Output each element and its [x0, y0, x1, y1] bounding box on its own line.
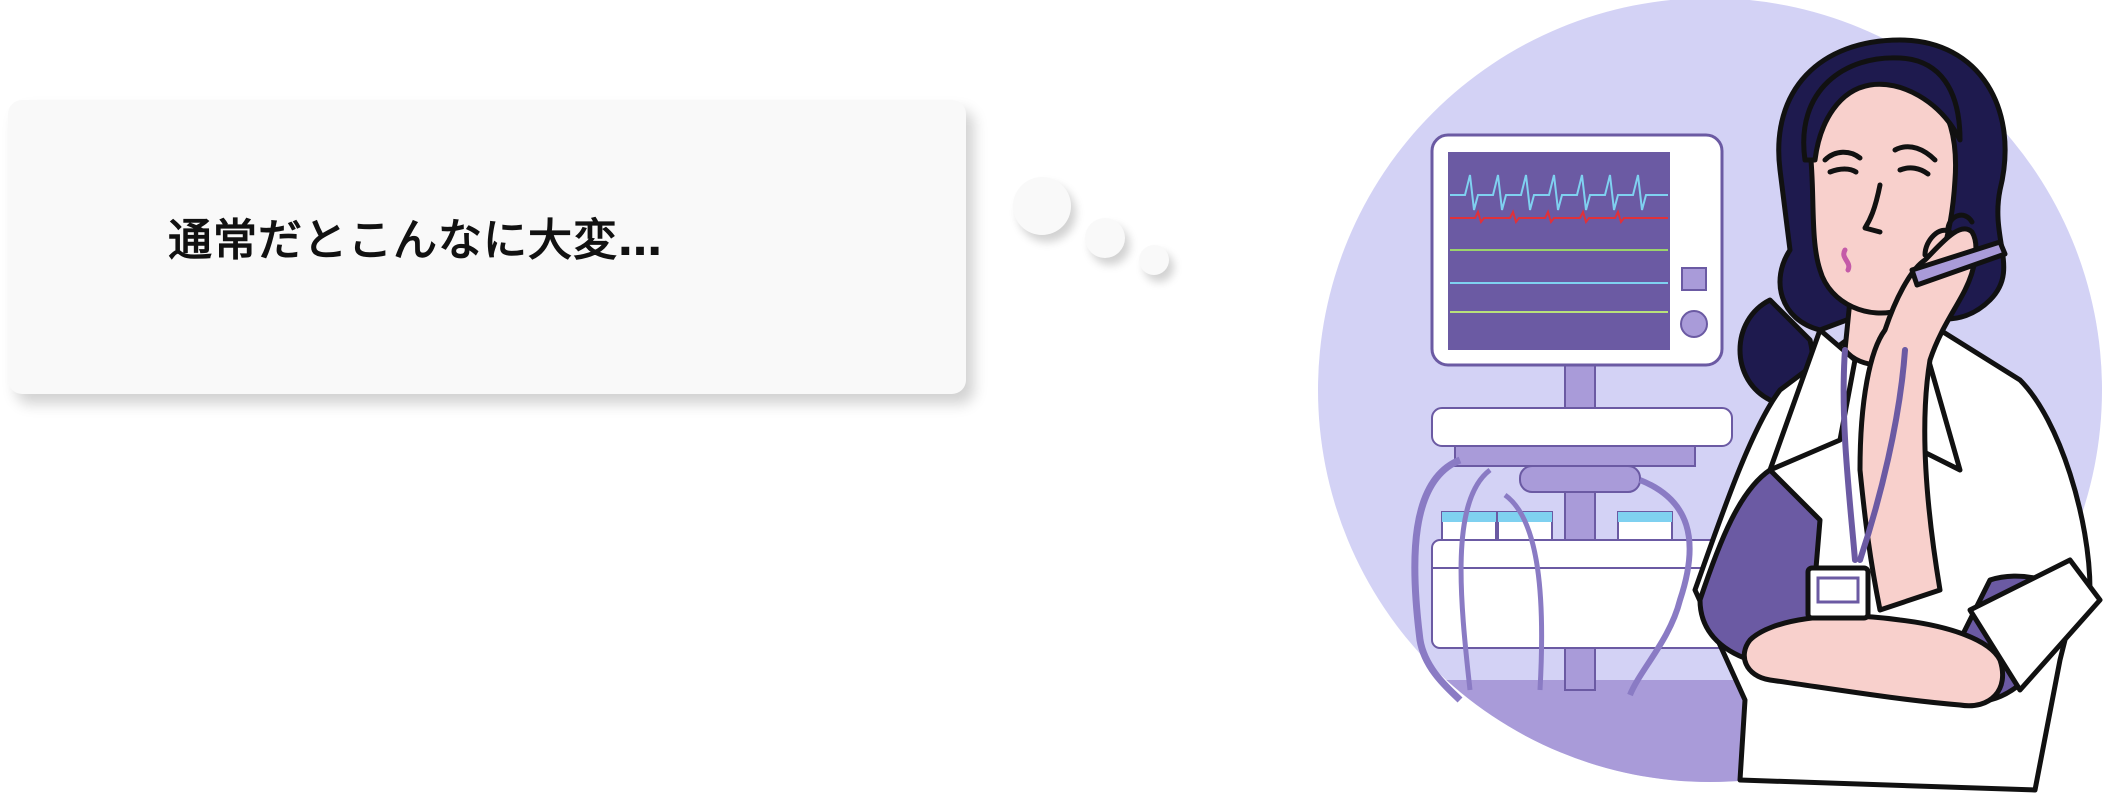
nurse-figure-icon [1692, 37, 2103, 793]
thought-bubble: 通常だとこんなに大変… [8, 100, 966, 394]
thought-text: 通常だとこんなに大変… [168, 215, 663, 266]
patient-monitor-icon [1411, 133, 1733, 703]
thought-dot-large [1013, 177, 1071, 235]
thought-dot-medium [1085, 218, 1125, 258]
thought-dot-small [1139, 245, 1169, 275]
nurse-illustration [1318, 0, 2103, 793]
id-badge-icon [1805, 565, 1871, 621]
